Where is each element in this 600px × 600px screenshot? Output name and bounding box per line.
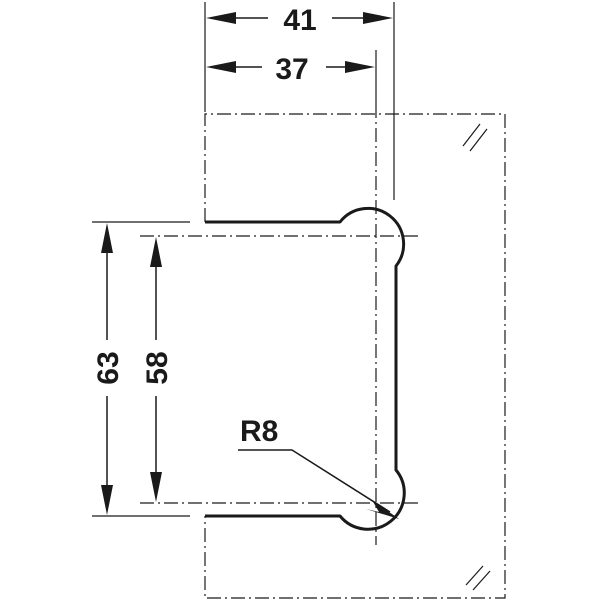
radius-callout: R8 [238, 415, 399, 519]
dimension-63-label: 63 [92, 351, 125, 384]
hinge-profile-outline [205, 206, 406, 531]
glass-panel-outline-top [204, 113, 506, 599]
glass-hatch-top-icon [462, 123, 488, 152]
glass-hatch-bottom-icon [465, 565, 491, 591]
dimension-63: 63 [90, 223, 125, 515]
center-lines [140, 104, 418, 545]
radius-label: R8 [240, 415, 278, 448]
dimension-37: 37 [206, 51, 375, 86]
dimension-37-label: 37 [275, 53, 308, 86]
dimension-58: 58 [139, 237, 174, 502]
dimension-41: 41 [206, 2, 393, 37]
extension-lines [92, 2, 395, 517]
dimension-58-label: 58 [141, 351, 174, 384]
dimension-41-label: 41 [283, 4, 316, 37]
glass-panel [204, 113, 506, 599]
